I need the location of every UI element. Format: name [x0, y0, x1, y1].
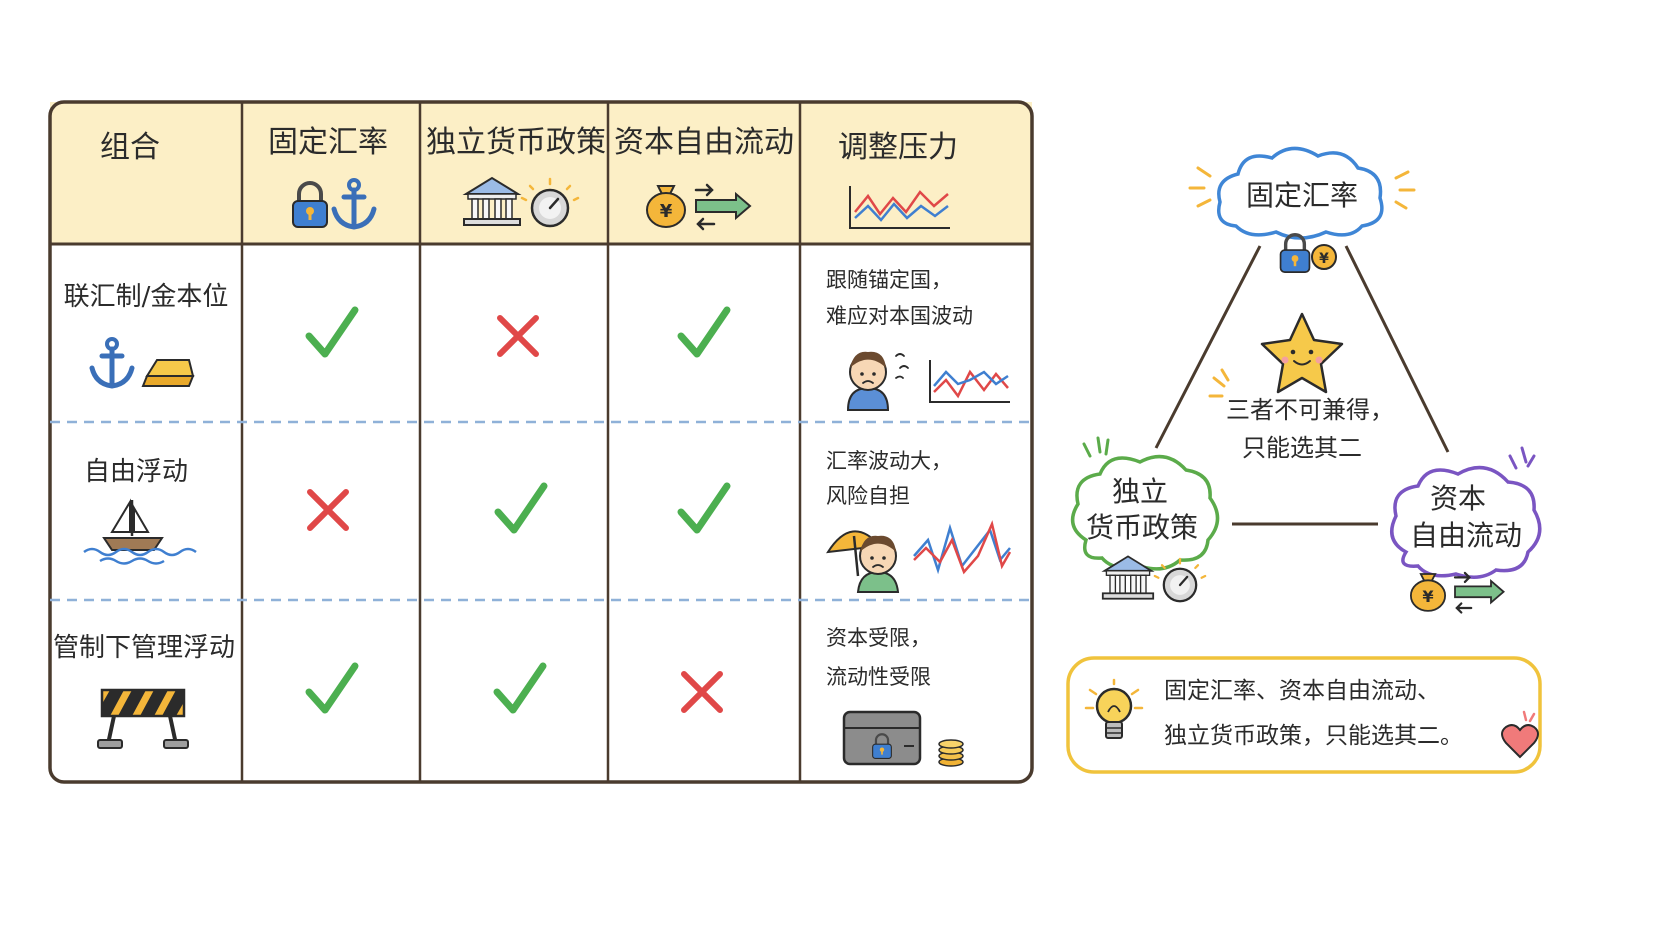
- sparkle-icon: [1208, 368, 1230, 398]
- center-text-line: 三者不可兼得，: [1226, 396, 1394, 424]
- triangle-edge: [1344, 245, 1450, 453]
- row-name: 自由浮动: [84, 457, 188, 487]
- lock-icon: [1278, 233, 1312, 274]
- lightbulb-icon: [1084, 678, 1144, 739]
- node-capital-flow-label: 自由流动: [1410, 519, 1522, 552]
- heart-icon: [1501, 710, 1539, 759]
- money-bag-icon: [1410, 573, 1446, 612]
- anchor-icon: [92, 339, 132, 386]
- sparkle-icon: [1188, 166, 1416, 210]
- gold-bar-icon: [142, 359, 194, 387]
- worried-person-icon: [846, 350, 909, 411]
- header-fixed-rate: 固定汇率: [268, 125, 388, 160]
- cross-mark: [500, 318, 536, 354]
- adjustment-note-line: 跟随锚定国，: [826, 268, 952, 292]
- row-name: 联汇制/金本位: [64, 282, 229, 312]
- adjustment-note-line: 风险自担: [826, 484, 910, 508]
- trilemma-table: 组合 固定汇率 独立货币政策 资本自由流动 调整压力 联汇制/金本位 跟随锚定国…: [48, 100, 1034, 784]
- header-capital-flow: 资本自由流动: [614, 125, 794, 160]
- summary-box: 固定汇率、资本自由流动、 独立货币政策，只能选其二。: [1066, 656, 1542, 774]
- check-mark: [497, 666, 543, 710]
- node-fixed-rate-label: 固定汇率: [1246, 179, 1358, 212]
- triangle-edge: [1154, 245, 1262, 449]
- summary-border: [1066, 656, 1542, 774]
- check-mark: [498, 486, 544, 530]
- summary-line: 独立货币政策，只能选其二。: [1164, 723, 1463, 749]
- star-icon: [1260, 312, 1344, 394]
- sailboat-icon: [83, 498, 197, 565]
- adjustment-note-line: 流动性受限: [826, 665, 931, 689]
- row-name: 管制下管理浮动: [53, 633, 235, 663]
- gauge-icon: [1153, 557, 1207, 603]
- barrier-icon: [97, 688, 189, 749]
- sparkle-icon: [1082, 436, 1110, 458]
- check-mark: [309, 310, 355, 354]
- volatile-chart-icon: [913, 520, 1012, 575]
- header-combo: 组合: [100, 130, 160, 165]
- cross-mark: [310, 492, 346, 528]
- header-independent-policy: 独立货币政策: [426, 125, 606, 160]
- line-chart-icon: [929, 360, 1010, 403]
- sparkle-icon: [1508, 446, 1536, 470]
- umbrella-person-icon: [826, 530, 900, 593]
- check-mark: [309, 666, 355, 710]
- center-text-line: 只能选其二: [1242, 434, 1362, 462]
- safe-icon: [842, 710, 922, 766]
- node-capital-flow-label: 资本: [1430, 482, 1486, 515]
- node-capital-flow-cloud: [1390, 465, 1542, 579]
- adjustment-note-line: 汇率波动大，: [826, 449, 952, 473]
- adjustment-note-line: 资本受限，: [826, 626, 931, 650]
- check-mark: [681, 486, 727, 530]
- check-mark: [681, 310, 727, 354]
- node-independent-policy-label: 货币政策: [1086, 511, 1198, 544]
- yen-symbol: ¥: [1319, 251, 1329, 267]
- coins-icon: [938, 739, 964, 767]
- table-border: [48, 100, 1034, 784]
- trilemma-triangle: 固定汇率 ¥ 三者不可兼得， 只能选其二 独立 货币政策 资本 自由流动: [1070, 146, 1542, 614]
- cross-mark: [684, 674, 720, 710]
- summary-line: 固定汇率、资本自由流动、: [1164, 678, 1440, 704]
- line-chart-icon: [849, 186, 950, 229]
- arrows-icon: [1453, 571, 1505, 614]
- adjustment-note-line: 难应对本国波动: [826, 304, 973, 328]
- yen-coin-icon: ¥: [1311, 244, 1337, 270]
- node-independent-policy-label: 独立: [1112, 475, 1168, 508]
- node-fixed-rate-cloud: [1217, 146, 1384, 240]
- header-adjustment: 调整压力: [838, 130, 958, 165]
